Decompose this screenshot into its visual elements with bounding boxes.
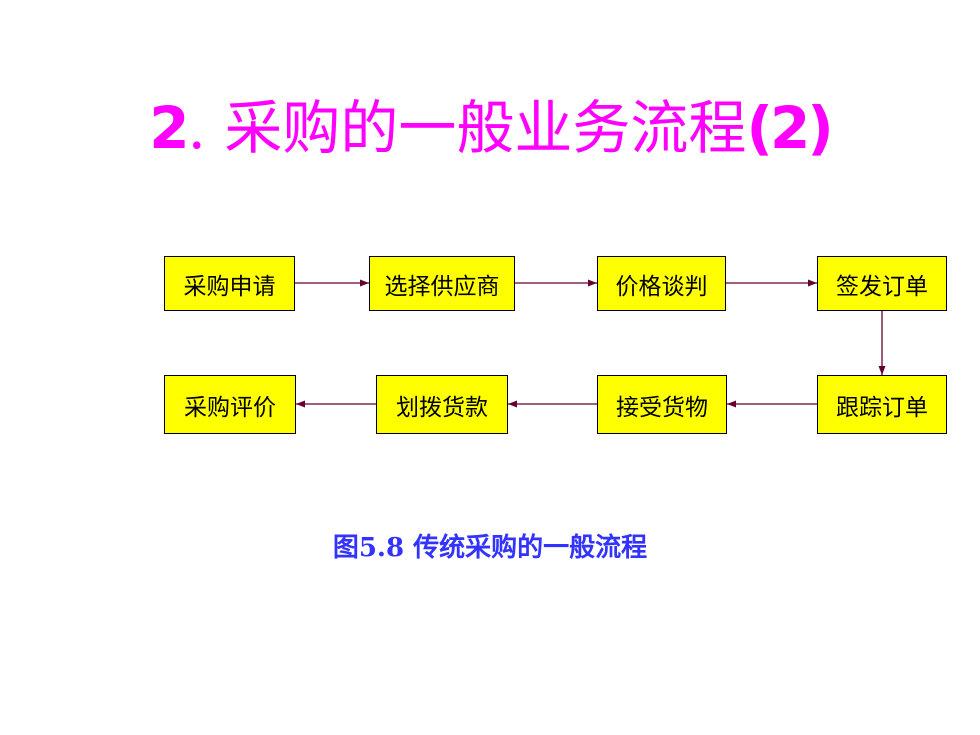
title-number: 2: [149, 94, 189, 162]
node-price-negotiation: 价格谈判: [597, 256, 726, 311]
node-transfer-payment: 划拨货款: [376, 375, 508, 434]
title-text: 采购的一般业务流程: [224, 94, 747, 162]
title-paren-label: (2): [746, 94, 833, 162]
node-purchase-request: 采购申请: [164, 256, 295, 311]
slide-title: 2. 采购的一般业务流程(2): [0, 88, 980, 168]
node-receive-goods: 接受货物: [597, 375, 727, 434]
title-separator: .: [187, 94, 206, 162]
node-track-order: 跟踪订单: [817, 375, 947, 434]
node-select-supplier: 选择供应商: [369, 256, 515, 311]
node-purchase-evaluation: 采购评价: [164, 375, 296, 434]
node-issue-order: 签发订单: [817, 256, 947, 311]
figure-caption: 图5.8 传统采购的一般流程: [332, 533, 648, 563]
